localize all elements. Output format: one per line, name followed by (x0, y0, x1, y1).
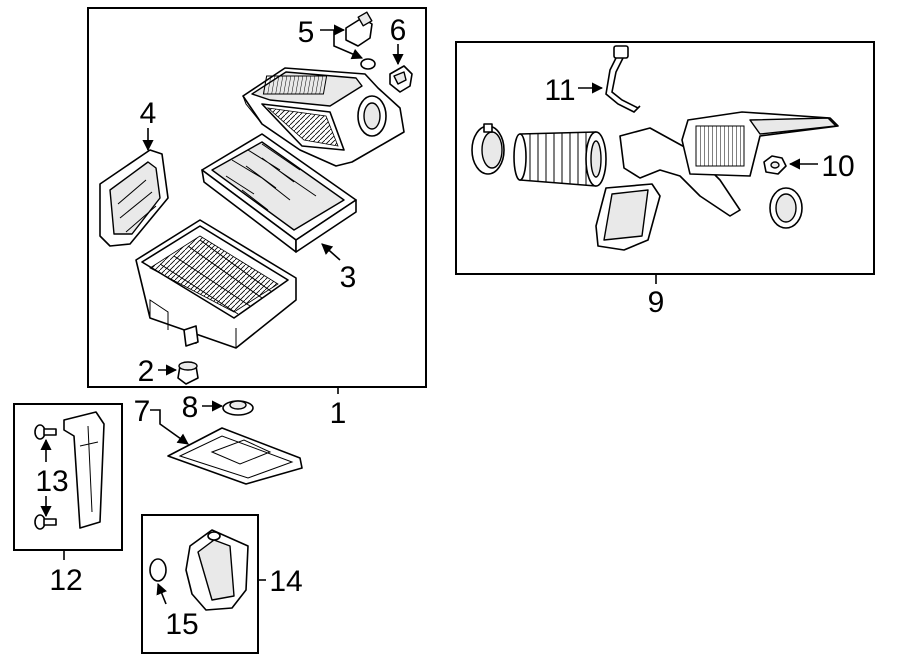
air-filter-element (201, 133, 357, 253)
leader-15 (156, 582, 167, 605)
deflector-box (13, 403, 123, 551)
nut (763, 155, 787, 175)
grommet (222, 400, 254, 416)
resonator-plug (149, 558, 167, 582)
deflector-bracket (63, 411, 105, 529)
intake-duct-assembly-box (455, 41, 875, 275)
airflow-sensor (345, 11, 376, 70)
insulator-pad (167, 427, 303, 485)
intake-resonator-box (681, 111, 839, 177)
hose-assembly (605, 45, 641, 113)
air-cleaner-cover (242, 67, 405, 167)
callout-10: 10 (821, 150, 854, 183)
callout-2: 2 (138, 355, 155, 388)
clamp-left (471, 123, 505, 175)
clamp-right (769, 187, 803, 229)
air-cleaner-assembly-box (87, 7, 427, 388)
push-pin-lower (34, 514, 57, 530)
callout-8: 8 (182, 391, 199, 424)
intake-duct (595, 127, 741, 251)
push-pin-upper (34, 424, 57, 440)
callout-13: 13 (35, 465, 68, 498)
leader-7 (150, 409, 189, 445)
callout-11: 11 (544, 74, 575, 107)
intake-bellows (513, 131, 607, 187)
temperature-sensor (389, 65, 413, 93)
callout-15: 15 (165, 608, 198, 641)
callout-1: 1 (330, 397, 347, 430)
callout-4: 4 (140, 97, 157, 130)
callout-3: 3 (340, 261, 357, 294)
callout-5: 5 (298, 16, 315, 49)
leader-5b (333, 30, 364, 60)
callout-14: 14 (269, 565, 302, 598)
callout-6: 6 (390, 14, 407, 47)
duct-bracket (99, 149, 169, 247)
air-cleaner-lower-housing (135, 219, 297, 349)
resonator (185, 529, 249, 611)
leader-3 (321, 243, 341, 261)
resonator-box (141, 514, 259, 654)
drain-valve (177, 361, 199, 385)
callout-7: 7 (134, 395, 151, 428)
callout-12: 12 (49, 564, 82, 597)
callout-9: 9 (648, 286, 665, 319)
